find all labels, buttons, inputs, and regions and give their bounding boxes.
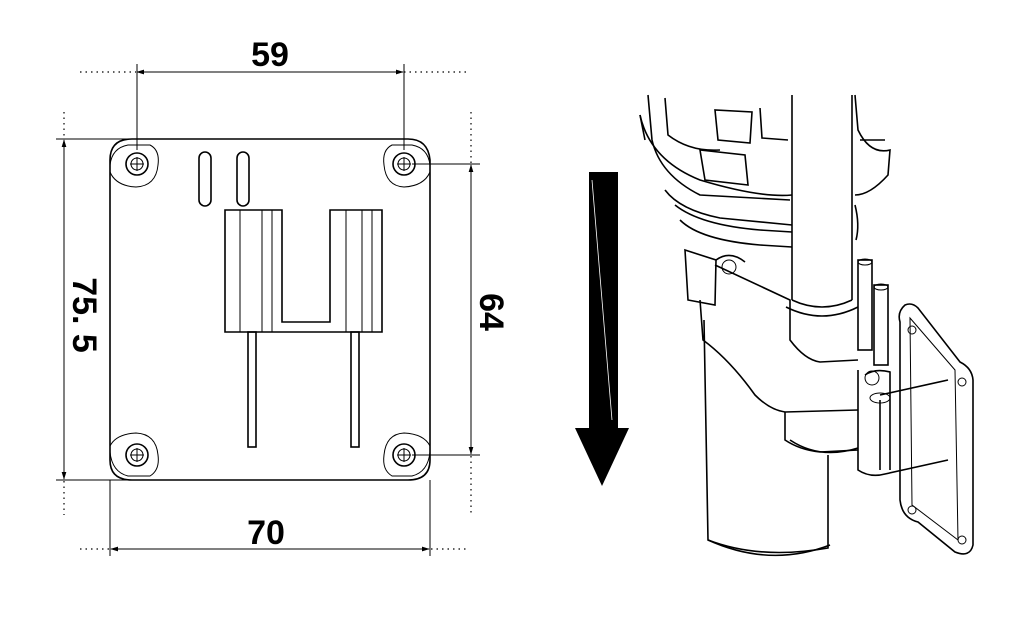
dim-bottom-text: 70 [247,514,285,552]
dimension-bottom: 70 [80,480,466,556]
slot-left [198,151,212,207]
wall-plate [898,303,974,555]
mounting-hole-top-left [109,144,159,188]
dim-right-text: 64 [472,293,510,331]
leg-left [247,331,257,448]
mounting-hole-bottom-left [109,432,159,477]
dimension-left: 75. 5 [56,112,130,515]
dimension-right: 64 [412,112,510,515]
plate-outline [109,138,431,481]
mounting-plate-drawing: 59 70 75. 5 64 [56,36,510,556]
dimension-top: 59 [80,36,468,150]
dim-left-text: 75. 5 [65,277,103,353]
mounting-hole-top-right [383,144,431,188]
leg-right [350,331,360,448]
u-bracket [224,209,383,333]
dim-top-text: 59 [251,36,289,74]
slot-right [236,151,250,207]
bracket-assembly-drawing [639,94,974,557]
down-arrow-icon [575,172,629,486]
